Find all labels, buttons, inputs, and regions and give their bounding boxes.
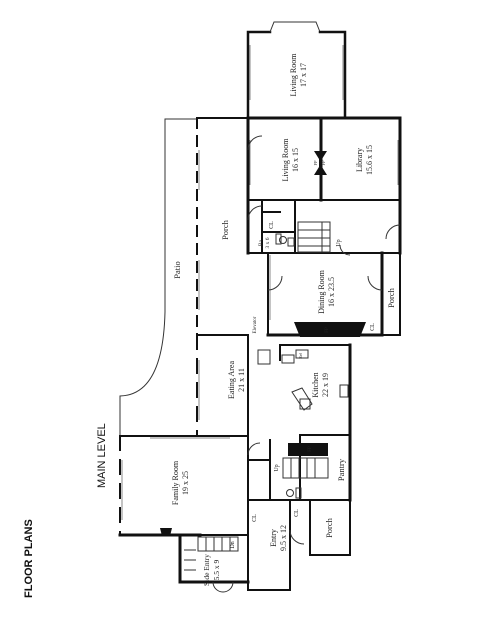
closet-label-3: CL xyxy=(252,514,258,522)
kitchen-staircase xyxy=(282,457,329,479)
closet-label-4: CL xyxy=(294,509,300,517)
family-room-fireplace xyxy=(160,528,172,536)
library-size: 15.6 x 15 xyxy=(365,145,374,175)
room-living-room-17x17: Living Room 17 x 17 xyxy=(289,53,308,97)
entry-size: 9.5 x 12 xyxy=(279,525,288,551)
kitchen-name: Kitchen xyxy=(311,372,320,397)
down-label: Dn xyxy=(230,541,236,548)
porch-label-west: Porch xyxy=(220,219,230,240)
kitchen-size: 22 x 19 xyxy=(321,373,330,397)
fireplace-dining xyxy=(294,322,366,337)
refrigerator-label: Ref xyxy=(298,352,303,358)
room-family-room: Family Room 19 x 25 xyxy=(171,460,190,505)
patio-outline xyxy=(119,118,196,436)
entry-name: Entry xyxy=(269,529,278,547)
room-side-entry: Side Entry 5.5 x 9 xyxy=(202,554,221,586)
room-library: Library 15.6 x 15 xyxy=(355,145,374,175)
bath-size: 3 x 6 xyxy=(265,237,271,248)
room-kitchen: Kitchen 22 x 19 xyxy=(311,372,330,397)
room-dining-room: Dining Room 16 x 23.5 xyxy=(317,269,336,314)
family-room-name: Family Room xyxy=(171,460,180,505)
door-swings xyxy=(212,135,401,593)
patio-label: Patio xyxy=(172,261,182,278)
closet-label-1: CL xyxy=(269,221,275,229)
fireplace-kitchen xyxy=(288,443,328,456)
window-markings xyxy=(121,45,399,520)
porch-label-east: Porch xyxy=(386,287,396,308)
up-label-1: Up xyxy=(336,239,342,246)
fireplace-label-kitchen: FP xyxy=(308,446,313,452)
bath-fixtures xyxy=(275,233,302,499)
fireplace-label-living-2: FP xyxy=(321,160,326,166)
side-entry-name: Side Entry xyxy=(202,554,211,586)
living-room-2-size: 16 x 15 xyxy=(291,148,300,172)
dining-room-size: 16 x 23.5 xyxy=(327,277,336,307)
kitchen-fixtures xyxy=(257,349,349,411)
side-entry-stairs xyxy=(184,536,239,571)
fireplace-hourglass xyxy=(314,151,327,175)
up-label-2: Up xyxy=(274,464,280,471)
floor-plans-heading: FLOOR PLANS xyxy=(23,519,35,598)
family-room-size: 19 x 25 xyxy=(181,471,190,495)
fireplace-label-dining: FP xyxy=(325,327,330,333)
eating-area-name: Eating Area xyxy=(227,361,236,399)
living-room-bay-walls xyxy=(246,21,402,120)
room-eating-area: Eating Area 21 x 11 xyxy=(227,361,246,399)
room-living-room-16x15: Living Room 16 x 15 xyxy=(281,138,300,182)
room-bath: Ba 3 x 6 xyxy=(258,237,271,248)
living-room-1-size: 17 x 17 xyxy=(299,63,308,87)
pantry-label: Pantry xyxy=(336,458,346,481)
room-entry: Entry 9.5 x 12 xyxy=(269,525,288,551)
dining-room-name: Dining Room xyxy=(317,269,326,314)
closet-label-2: CL xyxy=(370,323,376,331)
main-walls xyxy=(118,116,402,591)
eating-area-size: 21 x 11 xyxy=(237,368,246,392)
bath-name: Ba xyxy=(258,239,264,246)
elevator-label: Elevator xyxy=(253,316,258,333)
side-entry-size: 5.5 x 9 xyxy=(212,559,221,580)
library-name: Library xyxy=(355,148,364,172)
main-level-heading: MAIN LEVEL xyxy=(96,423,108,488)
living-room-1-name: Living Room xyxy=(289,53,298,97)
porch-label-south: Porch xyxy=(324,517,334,538)
living-room-2-name: Living Room xyxy=(281,138,290,182)
fireplace-label-living: FP xyxy=(313,160,318,166)
main-staircase xyxy=(297,221,331,253)
